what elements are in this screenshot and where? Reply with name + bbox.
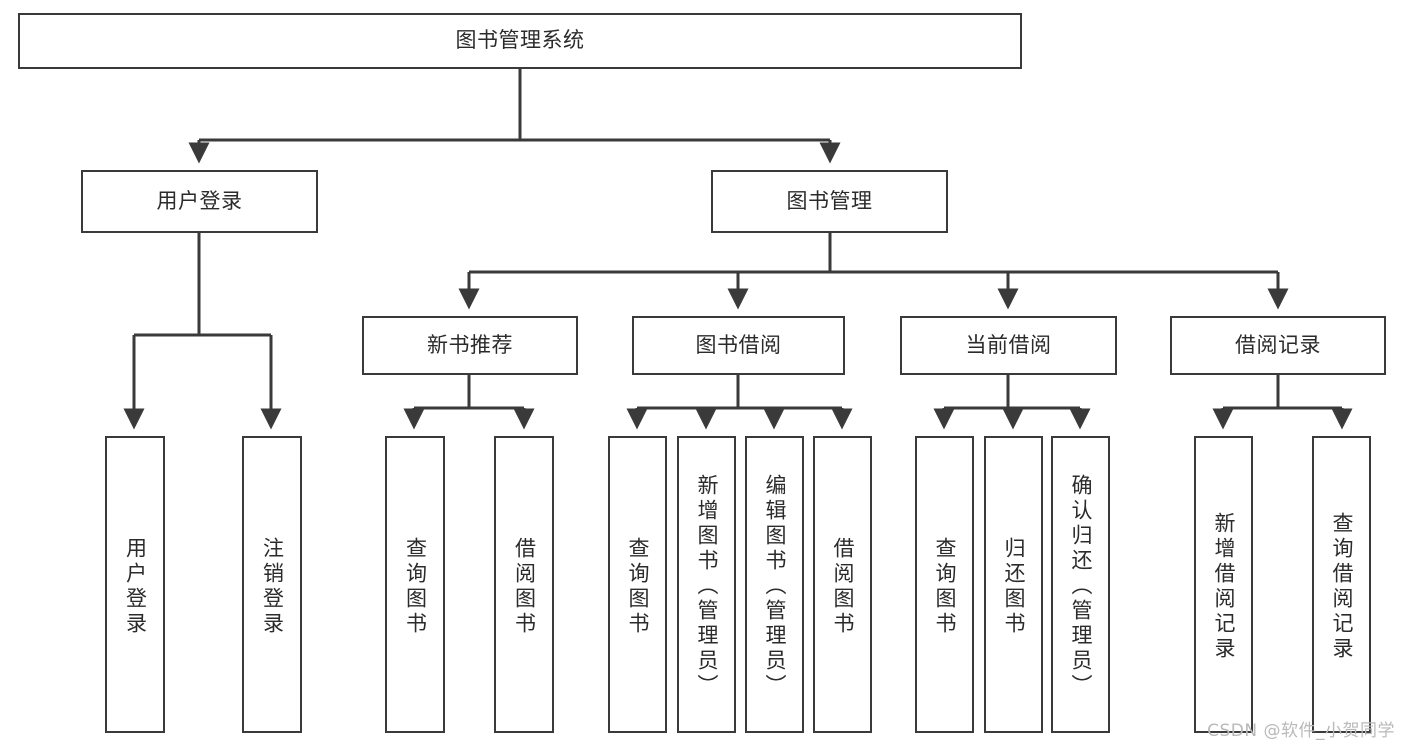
- leaf-book-borrow-4[interactable]: 借阅图书: [813, 436, 872, 733]
- leaf-current-borrow-1-label: 查询图书: [933, 536, 957, 637]
- leaf-book-borrow-2[interactable]: 新增图书（管理员）: [677, 436, 736, 733]
- leaf-user-login-2-label: 注销登录: [260, 536, 285, 637]
- leaf-current-borrow-2[interactable]: 归还图书: [984, 436, 1043, 733]
- leaf-borrow-record-2-label: 查询借阅记录: [1330, 511, 1354, 662]
- leaf-current-borrow-1[interactable]: 查询图书: [915, 436, 974, 733]
- leaf-new-book-1-label: 查询图书: [403, 536, 428, 637]
- leaf-book-borrow-2-label: 新增图书（管理员）: [695, 474, 719, 699]
- leaf-current-borrow-2-label: 归还图书: [1002, 536, 1026, 637]
- leaf-borrow-record-2[interactable]: 查询借阅记录: [1312, 436, 1371, 733]
- node-new-book-recommend[interactable]: 新书推荐: [362, 316, 578, 375]
- node-book-management-label: 图书管理: [786, 188, 873, 213]
- leaf-new-book-2-label: 借阅图书: [512, 536, 537, 637]
- leaf-book-borrow-1[interactable]: 查询图书: [608, 436, 667, 733]
- leaf-borrow-record-1[interactable]: 新增借阅记录: [1194, 436, 1253, 733]
- node-book-management[interactable]: 图书管理: [711, 170, 948, 233]
- leaf-new-book-1[interactable]: 查询图书: [385, 436, 445, 733]
- leaf-borrow-record-1-label: 新增借阅记录: [1212, 511, 1236, 662]
- node-user-login-label: 用户登录: [156, 188, 243, 213]
- node-borrow-record-label: 借阅记录: [1235, 332, 1321, 357]
- node-book-borrow-label: 图书借阅: [695, 332, 782, 357]
- node-new-book-recommend-label: 新书推荐: [427, 332, 513, 357]
- node-root[interactable]: 图书管理系统: [18, 13, 1022, 69]
- leaf-new-book-2[interactable]: 借阅图书: [494, 436, 554, 733]
- leaf-current-borrow-3-label: 确认归还（管理员）: [1069, 474, 1093, 699]
- leaf-user-login-1-label: 用户登录: [123, 536, 148, 637]
- node-current-borrow[interactable]: 当前借阅: [900, 316, 1117, 375]
- node-book-borrow[interactable]: 图书借阅: [632, 316, 845, 375]
- leaf-book-borrow-1-label: 查询图书: [626, 536, 650, 637]
- leaf-user-login-2[interactable]: 注销登录: [242, 436, 302, 733]
- node-borrow-record[interactable]: 借阅记录: [1170, 316, 1386, 375]
- node-user-login[interactable]: 用户登录: [81, 170, 318, 233]
- leaf-book-borrow-3[interactable]: 编辑图书（管理员）: [745, 436, 804, 733]
- leaf-user-login-1[interactable]: 用户登录: [105, 436, 165, 733]
- node-root-label: 图书管理系统: [455, 28, 585, 53]
- node-current-borrow-label: 当前借阅: [965, 332, 1052, 357]
- leaf-book-borrow-4-label: 借阅图书: [831, 536, 855, 637]
- leaf-current-borrow-3[interactable]: 确认归还（管理员）: [1051, 436, 1110, 733]
- leaf-book-borrow-3-label: 编辑图书（管理员）: [763, 474, 787, 699]
